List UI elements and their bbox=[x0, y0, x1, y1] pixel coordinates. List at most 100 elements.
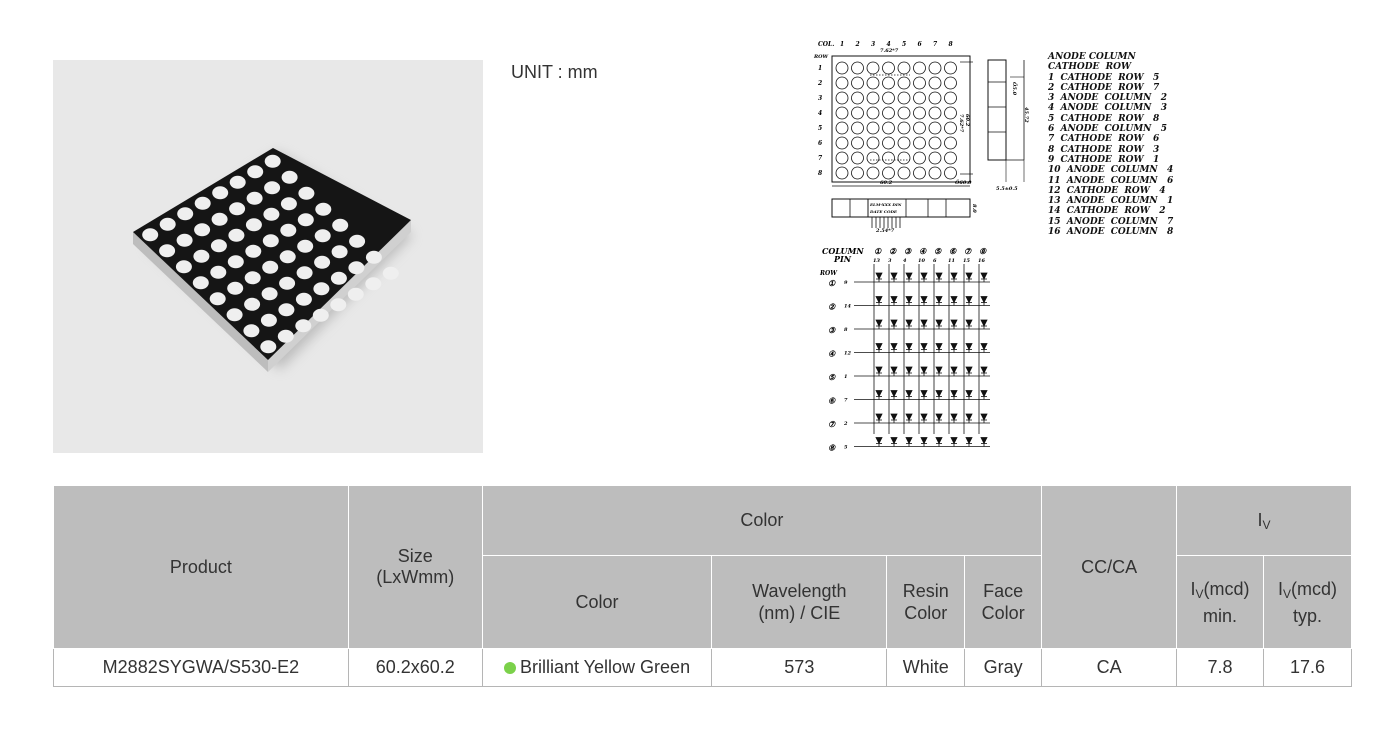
col-number: 7 bbox=[933, 41, 938, 48]
schematic-pin-label: PIN bbox=[833, 254, 852, 264]
matrix-circle bbox=[835, 121, 849, 135]
led-symbol bbox=[890, 343, 898, 351]
matrix-circle bbox=[897, 91, 911, 105]
header-cc-ca: CC/CA bbox=[1041, 485, 1178, 649]
matrix-circle bbox=[866, 136, 880, 150]
pin-list-item: 6 ANODE COLUMN 5 bbox=[1048, 124, 1168, 135]
led-symbol bbox=[965, 437, 973, 445]
header-face-line2: Color bbox=[981, 603, 1025, 623]
led-symbol bbox=[905, 390, 913, 398]
led-dot bbox=[349, 234, 366, 248]
led-dot bbox=[177, 207, 194, 221]
schematic-col-number: ⑦ bbox=[964, 246, 972, 256]
schematic-row-label: ROW bbox=[819, 270, 838, 277]
led-dot bbox=[226, 308, 243, 322]
matrix-circle bbox=[882, 121, 895, 135]
dim-dot: Ö5.0 bbox=[1011, 82, 1018, 96]
header-iv-typ-unit: (mcd) bbox=[1291, 578, 1337, 599]
led-dot bbox=[280, 223, 297, 237]
matrix-circle bbox=[913, 136, 926, 150]
led-symbol bbox=[875, 437, 883, 445]
matrix-circle bbox=[866, 76, 880, 90]
cell-product: M2882SYGWA/S530-E2 bbox=[53, 648, 349, 687]
matrix-circle bbox=[928, 151, 942, 165]
pin-list-item: 14 CATHODE ROW 2 bbox=[1048, 206, 1166, 217]
led-dot bbox=[279, 276, 296, 290]
led-dot bbox=[194, 196, 211, 210]
led-dot bbox=[228, 228, 245, 242]
led-dot bbox=[159, 217, 176, 231]
led-symbol bbox=[935, 296, 943, 304]
pin-list-item: 2 CATHODE ROW 7 bbox=[1048, 82, 1160, 93]
pin-list-item: ANODE COLUMN bbox=[1048, 52, 1136, 62]
color-dot-icon bbox=[503, 662, 516, 674]
cell-face: Gray bbox=[964, 648, 1043, 687]
led-symbol bbox=[935, 319, 943, 327]
schematic-row-pin: 14 bbox=[844, 304, 851, 310]
bottom-label-1: ELM-XXX DIN bbox=[869, 202, 902, 207]
led-dot bbox=[298, 186, 315, 200]
col-number: 8 bbox=[949, 41, 954, 48]
led-dot bbox=[142, 228, 159, 242]
bottom-label-2: DATE CODE bbox=[869, 209, 898, 214]
matrix-circle bbox=[928, 91, 942, 105]
led-dot bbox=[192, 276, 209, 290]
matrix-circle bbox=[928, 166, 942, 180]
led-dot bbox=[159, 244, 176, 258]
schematic-row-pin: 7 bbox=[844, 398, 848, 404]
pin-list-item: 1 CATHODE ROW 5 bbox=[1048, 72, 1160, 83]
led-symbol bbox=[905, 413, 913, 421]
schematic-row-pin: 12 bbox=[844, 351, 851, 357]
led-dot bbox=[279, 250, 296, 264]
led-symbol bbox=[965, 413, 973, 421]
row-number: 2 bbox=[817, 80, 822, 87]
led-symbol bbox=[890, 272, 898, 280]
matrix-circle bbox=[835, 151, 849, 165]
led-symbol bbox=[905, 272, 913, 280]
led-dot bbox=[243, 324, 260, 338]
table-row: M2882SYGWA/S530-E2 60.2x60.2 Brilliant Y… bbox=[53, 648, 1353, 687]
header-iv-min: IV(mcd) min. bbox=[1176, 555, 1264, 649]
matrix-circle bbox=[928, 121, 942, 135]
led-symbol bbox=[965, 343, 973, 351]
matrix-circle bbox=[851, 166, 864, 180]
matrix-circle bbox=[913, 151, 926, 165]
led-symbol bbox=[935, 390, 943, 398]
schematic-col-pin: 16 bbox=[978, 258, 985, 264]
dim-side-bottom: 5.5±0.5 bbox=[996, 186, 1018, 192]
matrix-circle bbox=[882, 136, 895, 150]
schematic-row-pin: 2 bbox=[843, 421, 848, 427]
led-symbol bbox=[980, 272, 988, 280]
schematic-row-number: ② bbox=[828, 302, 836, 312]
schematic-row-number: ① bbox=[828, 278, 836, 288]
header-iv-typ-sub: V bbox=[1282, 586, 1291, 601]
row-number: 8 bbox=[818, 170, 823, 177]
pin-list-item: 9 CATHODE ROW 1 bbox=[1048, 154, 1160, 165]
header-product: Product bbox=[53, 485, 349, 649]
pin-list-item: 3 ANODE COLUMN 2 bbox=[1048, 93, 1168, 104]
led-symbol bbox=[935, 437, 943, 445]
col-number: 5 bbox=[902, 41, 906, 48]
header-resin-line2: Color bbox=[904, 603, 948, 623]
row-header: ROW bbox=[813, 54, 830, 60]
header-wavelength: Wavelength (nm) / CIE bbox=[711, 555, 888, 649]
led-symbol bbox=[875, 343, 883, 351]
pin-list-item: 15 ANODE COLUMN 7 bbox=[1048, 216, 1174, 227]
led-dot bbox=[281, 170, 298, 184]
led-symbol bbox=[920, 319, 928, 327]
schematic-col-pin: 6 bbox=[933, 258, 937, 264]
led-symbol bbox=[890, 366, 898, 374]
led-dot bbox=[297, 213, 314, 227]
cell-size: 60.2x60.2 bbox=[347, 648, 483, 687]
led-symbol bbox=[980, 296, 988, 304]
led-dot bbox=[193, 249, 210, 263]
led-symbol bbox=[950, 437, 958, 445]
matrix-circle bbox=[897, 151, 911, 165]
matrix-circle bbox=[851, 91, 864, 105]
col-number: 3 bbox=[871, 41, 875, 48]
matrix-circle bbox=[835, 76, 849, 90]
dim-pin-pitch: 2.54*7 bbox=[875, 228, 895, 234]
led-symbol bbox=[935, 366, 943, 374]
header-iv-min-label: min. bbox=[1202, 605, 1237, 626]
schematic-row-pin: 8 bbox=[844, 327, 848, 333]
